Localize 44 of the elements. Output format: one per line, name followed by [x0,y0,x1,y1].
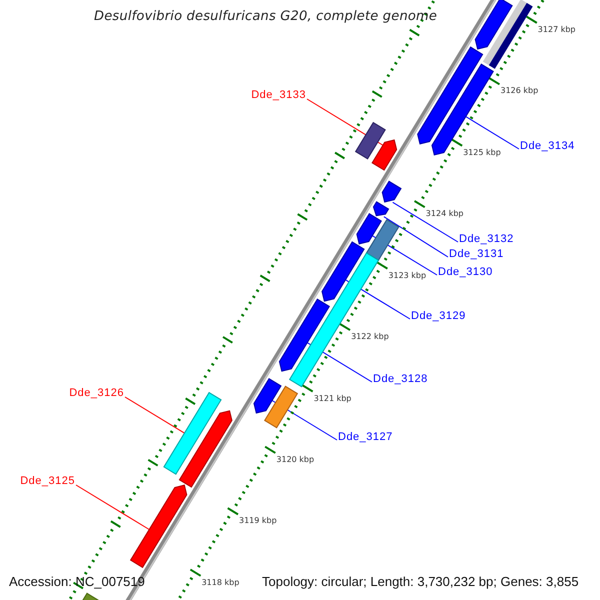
map-title: Desulfovibrio desulfuricans G20, complete genome [93,8,438,25]
tick-label: 3124 kbp [426,209,464,218]
gene-label: Dde_3126 [69,387,124,399]
gene-label: Dde_3133 [251,89,306,101]
gene-feature [482,0,533,69]
gene-feature [356,213,382,244]
gene-label: Dde_3134 [520,140,575,152]
gene-label: Dde_3128 [373,373,428,385]
leader-line [76,484,150,530]
tick-label: 3119 kbp [239,516,277,526]
gene-feature [372,201,390,216]
leader-line [383,216,448,258]
gene-label: Dde_3131 [449,248,504,260]
gene-feature [474,0,513,50]
tick-label: 3125 kbp [463,148,501,157]
gene-feature [417,46,484,144]
leader-line [124,396,185,434]
gene-label: Dde_3127 [338,431,393,443]
gene-label: Dde_3132 [459,233,514,245]
footer-text: Accession: NC_007519 [8,573,146,590]
gene-feature [382,180,402,203]
gene-feature [278,298,330,372]
gene-feature [366,218,400,261]
gene-feature [322,241,365,302]
tick-label: 3120 kbp [276,454,314,464]
gene-feature [130,484,188,568]
tick-label: 3127 kbp [538,24,576,34]
gene-feature [264,386,298,428]
gene-feature [178,410,232,488]
gene-label: Dde_3130 [438,266,493,278]
gene-feature [354,122,386,160]
gene-label: Dde_3129 [411,310,466,322]
leader-line [465,116,520,150]
tick-label: 3118 kbp [202,578,240,587]
tick-label: 3123 kbp [388,270,426,280]
gene-label: Dde_3125 [20,475,75,487]
gene-feature [163,392,222,475]
leader-line [392,202,458,242]
tick-label: 3122 kbp [351,332,389,342]
gene-feature [371,139,398,171]
tick-label: 3121 kbp [314,394,352,402]
tick-label: 3126 kbp [500,86,538,96]
footer-text: Topology: circular; Length: 3,730,232 bp; Genes: 3,855 [261,573,580,590]
gene-feature [253,378,282,414]
